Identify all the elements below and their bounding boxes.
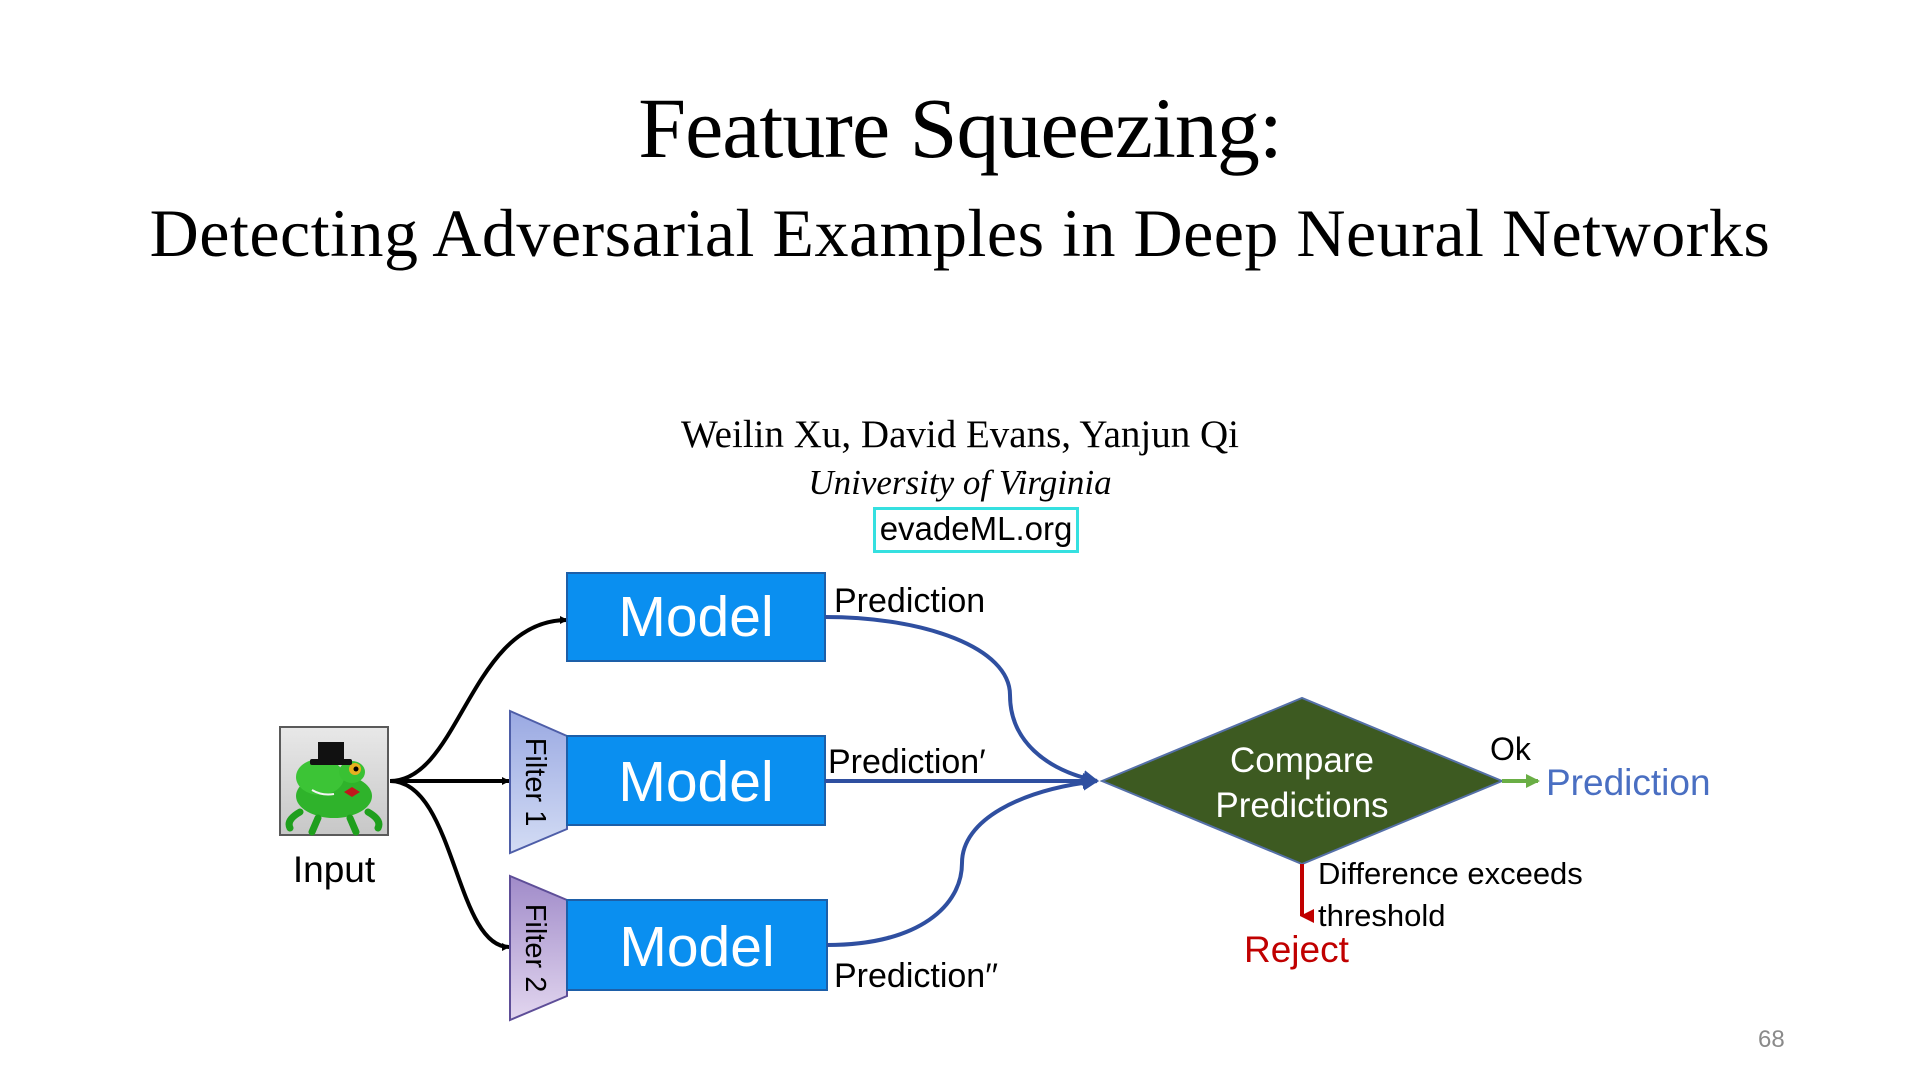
model-3-label: Model [619,915,774,979]
page-number: 68 [1758,1026,1785,1053]
model-box-1: Model [566,572,826,662]
model-box-3: Model [566,899,828,991]
website-link[interactable]: evadeML.org [873,507,1079,553]
reject-label: Reject [1244,929,1350,970]
prediction-label-3: Prediction′′ [834,957,998,995]
filter-2-label: Filter 2 [519,904,551,993]
model-1-label: Model [618,585,773,649]
prediction-label-2: Prediction′ [828,743,986,781]
filter-1-label: Filter 1 [519,738,551,827]
arrow-prediction-3 [826,774,1099,947]
arrow-to-model-1 [389,616,568,783]
model-2-label: Model [618,750,773,814]
slide-subtitle: Detecting Adversarial Examples in Deep N… [149,195,1771,271]
compare-label-line2: Predictions [1215,786,1388,825]
difference-label-line2: threshold [1318,898,1446,933]
ok-label: Ok [1490,731,1532,767]
compare-label-line1: Compare [1230,741,1374,780]
compare-predictions-diamond: Compare Predictions [1099,696,1505,866]
filter-2: Filter 2 [509,874,568,1022]
affiliation: University of Virginia [808,463,1112,502]
slide-title: Feature Squeezing: [638,80,1283,176]
arrow-prediction-1 [824,615,1099,786]
difference-label-line1: Difference exceeds [1318,856,1583,891]
arrow-to-filter-2 [389,779,510,951]
authors: Weilin Xu, David Evans, Yanjun Qi [681,413,1239,456]
filter-1: Filter 1 [509,709,568,855]
input-label: Input [293,849,376,890]
output-prediction-label: Prediction [1546,762,1711,803]
frog-with-top-hat-image [279,726,389,836]
model-box-2: Model [566,735,826,826]
prediction-label-1: Prediction [834,582,985,620]
